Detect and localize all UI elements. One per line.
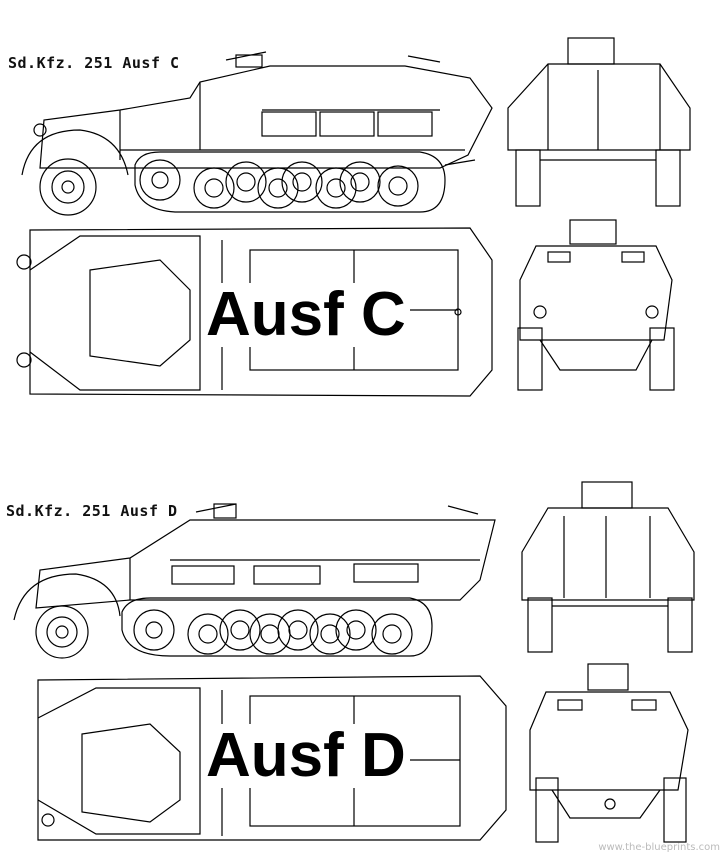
ausf-d-front-view xyxy=(529,663,689,843)
watermark: www.the-blueprints.com xyxy=(598,842,720,853)
ausf-d-side-view xyxy=(13,503,496,659)
ausf-c-front-view xyxy=(517,219,675,391)
ausf-d-rear-view xyxy=(521,481,695,653)
ausf-d-overlay-label: Ausf D xyxy=(202,724,410,788)
ausf-c-overlay-label: Ausf C xyxy=(202,283,410,347)
ausf-c-caption: Sd.Kfz. 251 Ausf C xyxy=(8,54,180,72)
ausf-c-side-view xyxy=(21,51,493,216)
ausf-d-caption: Sd.Kfz. 251 Ausf D xyxy=(6,502,178,520)
ausf-c-rear-view xyxy=(507,37,691,207)
